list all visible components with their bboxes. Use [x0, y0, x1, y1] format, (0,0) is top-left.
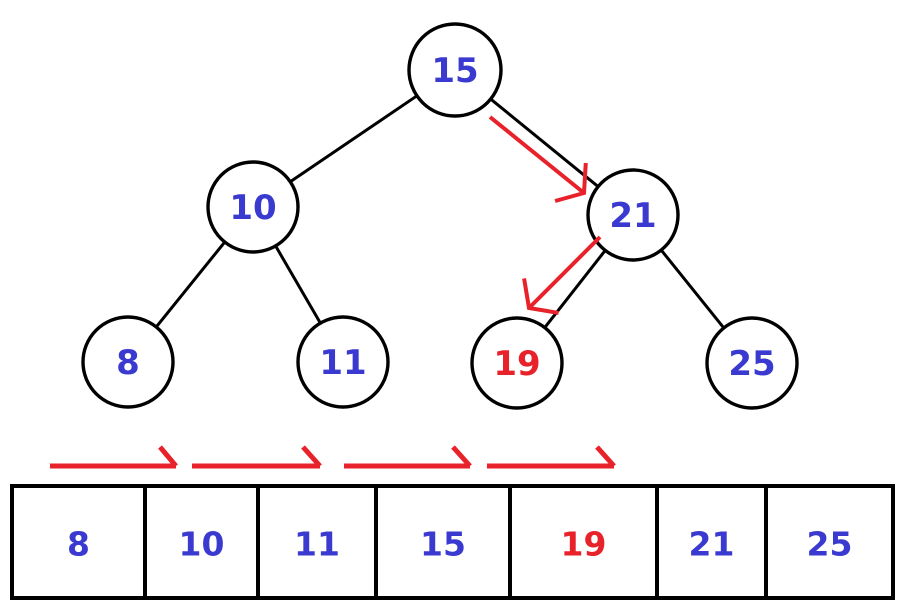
- tree-node-25[interactable]: 25: [705, 316, 799, 410]
- tree-edge-n21-n25: [659, 248, 726, 330]
- array-cell-6[interactable]: 25: [766, 486, 893, 598]
- tree-node-11[interactable]: 11: [296, 315, 390, 409]
- node-circle-11: [296, 315, 390, 409]
- tree-arrow-1: [488, 115, 588, 203]
- array-arrow-2: [192, 445, 322, 469]
- tree-arrow-2-shaft: [527, 235, 602, 310]
- array-cell-2[interactable]: 11: [258, 486, 376, 598]
- array-arrow-4: [487, 445, 616, 469]
- array-arrow-3-head: [451, 445, 472, 468]
- array-flow-arrows: [50, 445, 616, 469]
- array-cell-value-15: 15: [420, 525, 466, 564]
- tree-edge-n21-n19: [543, 248, 607, 330]
- node-circle-8: [81, 315, 175, 409]
- node-value-15: 15: [431, 51, 478, 91]
- tree-arrow-1-head: [554, 162, 588, 203]
- array-arrow-1-head: [158, 445, 178, 468]
- array-cell-value-11: 11: [294, 525, 340, 564]
- tree-arrow-2-head: [522, 278, 559, 315]
- tree-edge-n15-n10: [288, 94, 419, 184]
- array-cell-value-21: 21: [689, 525, 735, 564]
- tree-edge-n10-n8: [154, 240, 227, 329]
- node-circle-15: [407, 22, 503, 118]
- array-arrow-3: [344, 445, 472, 469]
- array-cell-5[interactable]: 21: [657, 486, 766, 598]
- tree-edge-n10-n11: [274, 244, 322, 325]
- tree-edges: [154, 94, 726, 330]
- array-cell-0[interactable]: 8: [12, 486, 145, 598]
- node-value-10: 10: [229, 188, 276, 228]
- tree-node-15[interactable]: 15: [407, 22, 503, 118]
- array-cell-value-25: 25: [807, 525, 853, 564]
- node-value-11: 11: [319, 343, 366, 383]
- node-value-19: 19: [493, 344, 540, 384]
- array-cell-3[interactable]: 15: [376, 486, 510, 598]
- tree-nodes: 15 10 21 8 11 19 25: [81, 22, 799, 410]
- node-value-8: 8: [116, 343, 140, 383]
- array-arrow-2-head: [301, 445, 322, 468]
- node-circle-25: [705, 316, 799, 410]
- array-outline: [10, 484, 895, 600]
- node-circle-19: [470, 316, 564, 410]
- node-value-21: 21: [609, 196, 656, 236]
- tree-node-19[interactable]: 19: [470, 316, 564, 410]
- node-circle-21: [586, 168, 680, 262]
- tree-edge-n15-n21: [489, 97, 600, 189]
- node-circle-10: [206, 160, 300, 254]
- tree-traversal-arrows: [488, 115, 602, 315]
- node-value-25: 25: [728, 344, 775, 384]
- array-arrow-1: [50, 445, 178, 469]
- array-cell-value-8: 8: [67, 525, 90, 564]
- tree-node-21[interactable]: 21: [586, 168, 680, 262]
- array-cell-value-10: 10: [179, 525, 225, 564]
- tree-node-8[interactable]: 8: [81, 315, 175, 409]
- array-arrow-4-head: [595, 445, 616, 468]
- array-box: 8 10 11 15 19 21 25: [10, 484, 895, 600]
- array-cell-1[interactable]: 10: [145, 486, 258, 598]
- tree-arrow-2: [522, 235, 602, 315]
- array-cell-value-19: 19: [561, 525, 607, 564]
- tree-node-10[interactable]: 10: [206, 160, 300, 254]
- array-cell-4[interactable]: 19: [510, 486, 657, 598]
- tree-arrow-1-shaft: [488, 115, 586, 195]
